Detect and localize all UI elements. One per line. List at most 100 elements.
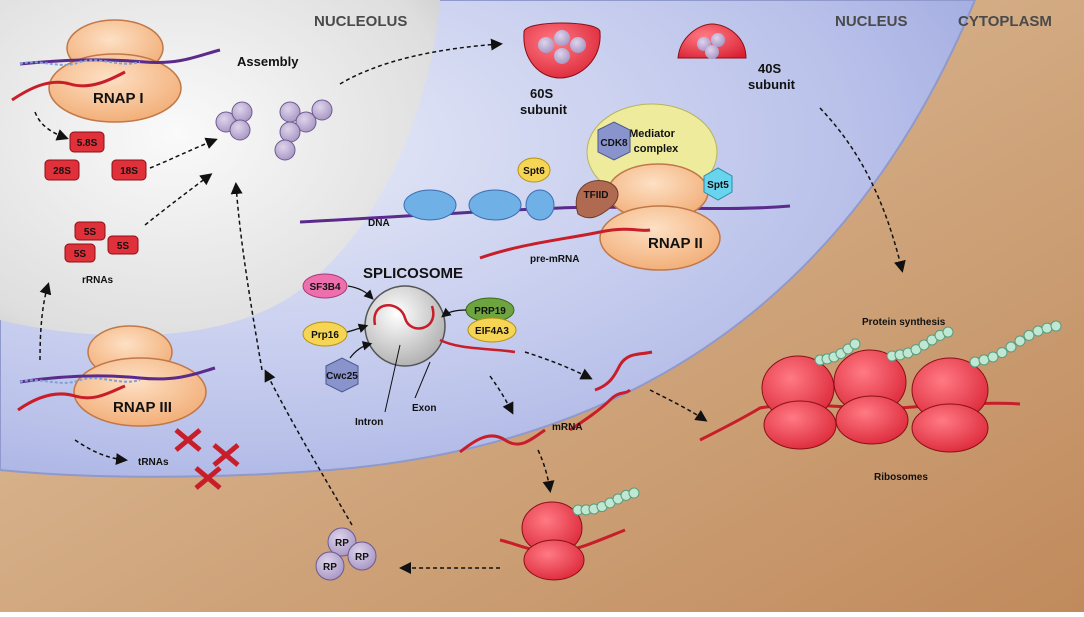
protein-chains [814, 320, 1062, 368]
particle [311, 99, 333, 121]
particle [229, 119, 251, 141]
rrna-to-assembly-arrow [149, 137, 218, 169]
rnap3-group: RNAP III [17, 325, 216, 427]
rrna-5s-box-2 [107, 235, 139, 255]
spt6-shape [517, 157, 551, 183]
particle [231, 101, 253, 123]
assembly-to-subunit-arrow [339, 38, 503, 85]
cwc25-shape [325, 357, 359, 393]
particle [554, 30, 570, 46]
amino-acid-bead [969, 356, 981, 368]
sf3b4-arrow [347, 285, 374, 300]
nucleolus-label: NUCLEOLUS [314, 13, 407, 30]
dna-strand [299, 204, 791, 224]
ribosome-3-small [911, 403, 989, 453]
particle [570, 37, 586, 53]
rp-particle-2 [315, 551, 345, 581]
spliceosome-sphere [364, 285, 446, 367]
rp-particle-3 [347, 541, 377, 571]
spliceosome-to-mrna-arrow-1 [524, 351, 593, 380]
amino-acid-bead [978, 354, 990, 366]
rrna-18s-label: 18S [120, 166, 138, 177]
rrna-5s-label-1: 5S [84, 227, 97, 238]
rp-label-2: RP [323, 562, 337, 573]
subunit-to-cytoplasm-arrow [819, 107, 906, 273]
spt5-shape [703, 167, 733, 201]
mrna-strand-2 [459, 428, 546, 454]
trna-group: tRNAs [138, 428, 240, 490]
ribosome-2-small [835, 395, 909, 445]
rnap3-dna [19, 366, 216, 384]
rnap2-group: TFIID Spt5 RNAP II [575, 163, 733, 271]
cdk8-shape [597, 121, 631, 161]
spliceosome-exon-tail [439, 338, 516, 354]
trna-shape-2 [194, 466, 222, 490]
amino-acid-bead [996, 347, 1008, 359]
spt6-group: Spt6 [517, 157, 551, 183]
particle [295, 111, 317, 133]
rrna-5s-label-3: 5S [74, 249, 87, 260]
rnap3-dna-helix [19, 377, 141, 384]
nucleosome [468, 189, 522, 221]
rnap3-label: RNAP III [113, 399, 172, 416]
particle [705, 45, 719, 59]
40s-subunit-word: subunit [748, 77, 796, 92]
sf3b4-label: SF3B4 [309, 282, 341, 293]
mrna-to-ribosomes-arrow [649, 389, 708, 422]
rrna-18s-box [111, 159, 147, 181]
amino-acid-bead [1032, 325, 1044, 337]
rrna-group-1: 5.8S 28S 18S [44, 131, 147, 181]
single-protein-chain [572, 487, 640, 516]
particle [274, 139, 296, 161]
exon-pointer [414, 361, 431, 399]
single-ribosome [499, 501, 626, 581]
rnap1-transcript [11, 70, 126, 102]
pre-mrna-strand [479, 227, 651, 260]
rrnas-label: rRNAs [82, 275, 114, 286]
amino-acid-bead [942, 326, 954, 338]
spt5-label: Spt5 [707, 180, 729, 191]
cwc25-label: Cwc25 [326, 371, 358, 382]
rp-to-assembly-arrow [230, 182, 263, 371]
rrna-28s-box [44, 159, 80, 181]
assembly-particles [215, 99, 333, 161]
amino-acid-bead [1023, 329, 1035, 341]
single-ribosome-small [523, 539, 585, 581]
nucleus-label: NUCLEUS [835, 13, 908, 30]
exon-label: Exon [412, 403, 436, 414]
particle [554, 48, 570, 64]
polyribosome [699, 349, 1021, 453]
nucleosome [525, 189, 555, 221]
mediator-label-line1: Mediator [629, 128, 676, 140]
spliceosome-title: SPLICOSOME [363, 265, 463, 282]
ribosome-1-small [763, 400, 837, 450]
rnap1-group: RNAP I [11, 19, 221, 123]
prp19-label: PRP19 [474, 306, 506, 317]
5s-to-assembly-arrow [144, 173, 213, 226]
prp16-shape [302, 321, 348, 347]
amino-acid-bead [1005, 341, 1017, 353]
amino-acid-bead [1014, 335, 1026, 347]
rrna-5s-box-1 [74, 221, 106, 241]
rp-particle-1 [327, 527, 357, 557]
cwc25-arrow [349, 341, 373, 359]
spt6-label: Spt6 [523, 166, 545, 177]
rrna-28s-label: 28S [53, 166, 71, 177]
rnap3-to-trna-arrow [74, 439, 128, 466]
tfiid-label: TFIID [584, 190, 609, 201]
rnap3-transcript [17, 384, 126, 412]
rnap2-body [599, 205, 721, 271]
rrna-5s-label-2: 5S [117, 241, 130, 252]
splicing-factors: SF3B4 PRP19 EIF4A3 Prp16 Cwc25 [302, 273, 517, 393]
intron-pointer [384, 344, 401, 413]
mrna-strand-3 [569, 388, 632, 432]
rp-to-nucleus-arrow [264, 369, 353, 526]
40s-label: 40S [758, 61, 781, 76]
60s-subunit-word: subunit [520, 102, 568, 117]
prp16-arrow [346, 323, 369, 333]
mrna-label: mRNA [552, 422, 583, 433]
amino-acid-bead [1041, 322, 1053, 334]
trna-shape-1 [174, 428, 202, 452]
